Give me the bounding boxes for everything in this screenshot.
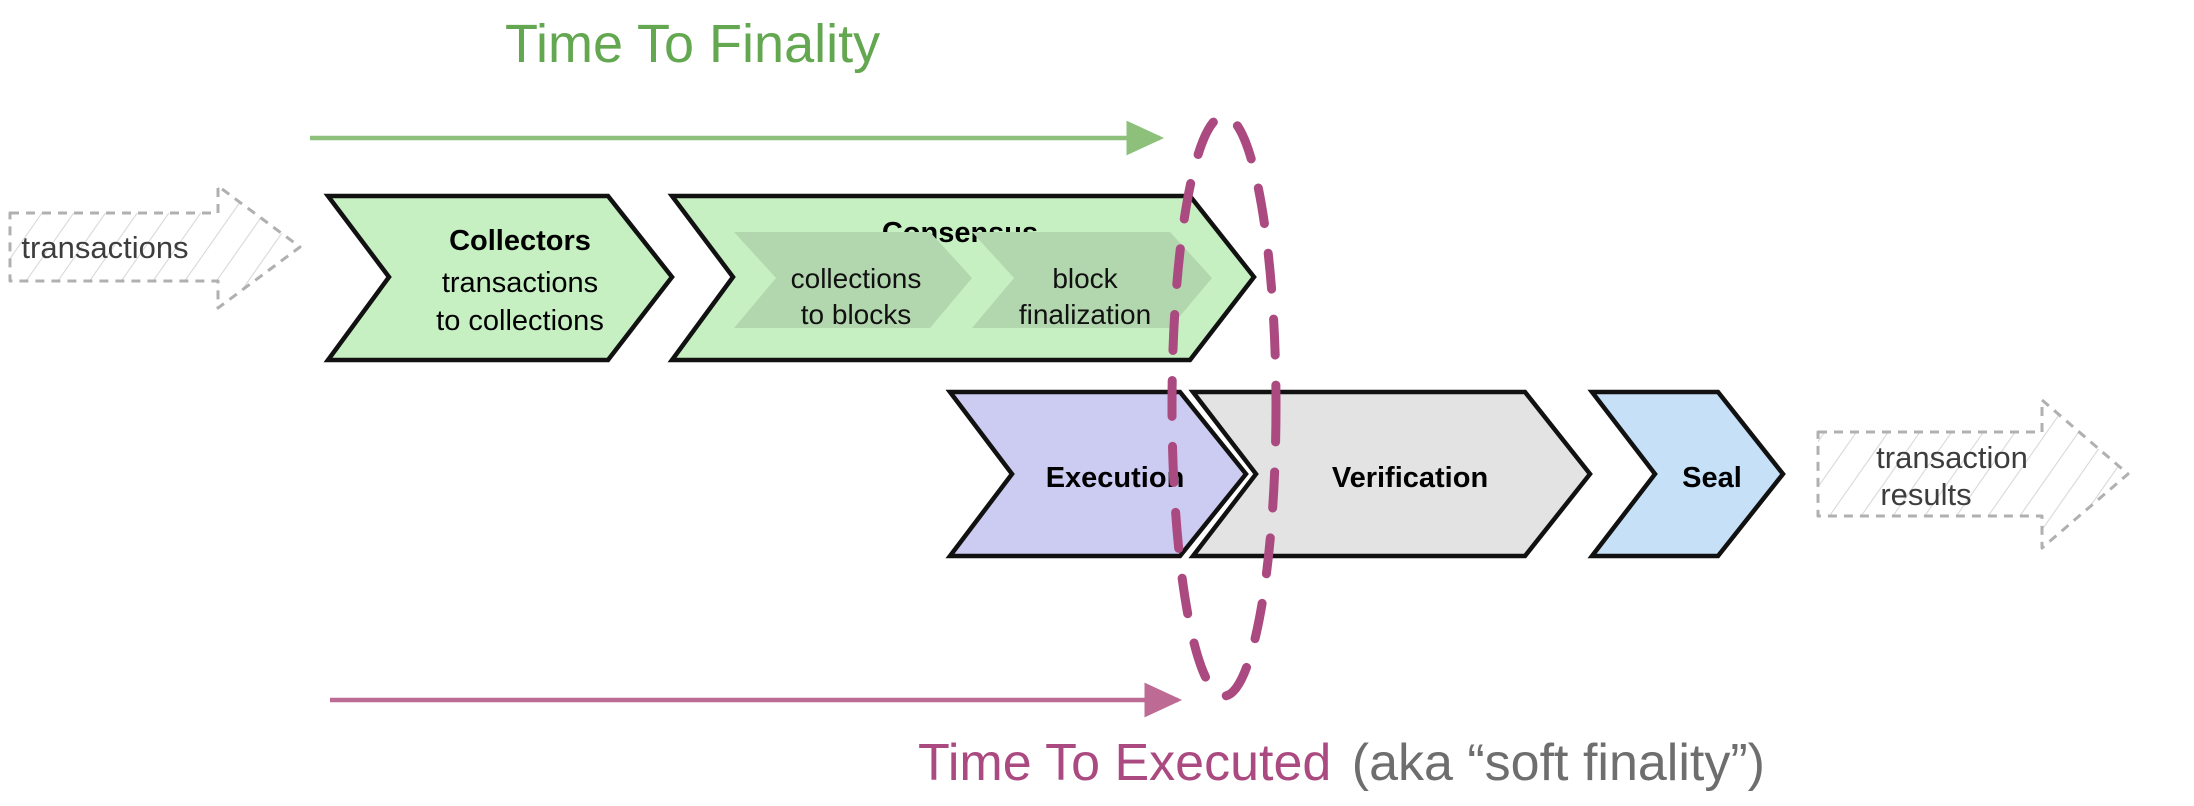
transaction-results-output-arrow: transaction results <box>1816 398 2130 550</box>
block-finalization-line2: finalization <box>1019 299 1151 330</box>
transactions-input-label: transactions <box>21 230 188 265</box>
block-finalization-substage[interactable]: block finalization <box>972 232 1212 330</box>
seal-title: Seal <box>1682 462 1742 494</box>
verification-shape <box>1188 389 1593 559</box>
time-to-finality-title: Time To Finality <box>505 14 880 74</box>
consensus-stage[interactable]: Consensus collections to blocks block fi… <box>667 193 1257 363</box>
finality-boundary-ellipse <box>1167 111 1281 701</box>
collectors-title: Collectors <box>449 225 591 257</box>
verification-title: Verification <box>1332 462 1488 494</box>
collectors-stage[interactable]: Collectors transactions to collections <box>323 193 675 363</box>
block-finalization-shape <box>972 232 1212 328</box>
block-finalization-line1: block <box>1052 263 1118 294</box>
verification-stage[interactable]: Verification <box>1188 389 1593 559</box>
execution-title: Execution <box>1046 462 1185 494</box>
collections-to-blocks-substage[interactable]: collections to blocks <box>734 232 972 330</box>
transaction-results-label-line1: transaction <box>1876 440 2028 475</box>
seal-stage[interactable]: Seal <box>1587 389 1786 559</box>
collections-to-blocks-shape <box>734 232 972 328</box>
time-to-executed-title-group: Time To Executed (aka “soft finality”) <box>918 734 1765 792</box>
execution-stage[interactable]: Execution <box>945 389 1249 559</box>
collections-to-blocks-line1: collections <box>791 263 922 294</box>
soft-finality-note: (aka “soft finality”) <box>1352 734 1765 792</box>
time-to-executed-title: Time To Executed <box>918 734 1331 792</box>
collectors-subtitle-line1: transactions <box>442 267 598 299</box>
transaction-results-shape <box>1816 398 2130 550</box>
collectors-shape <box>323 193 675 363</box>
collections-to-blocks-line2: to blocks <box>801 299 912 330</box>
seal-shape <box>1587 389 1786 559</box>
transactions-input-arrow: transactions <box>8 184 302 310</box>
collectors-subtitle-line2: to collections <box>436 305 604 337</box>
transactions-input-shape <box>8 184 302 310</box>
transaction-results-label-line2: results <box>1880 477 1971 512</box>
